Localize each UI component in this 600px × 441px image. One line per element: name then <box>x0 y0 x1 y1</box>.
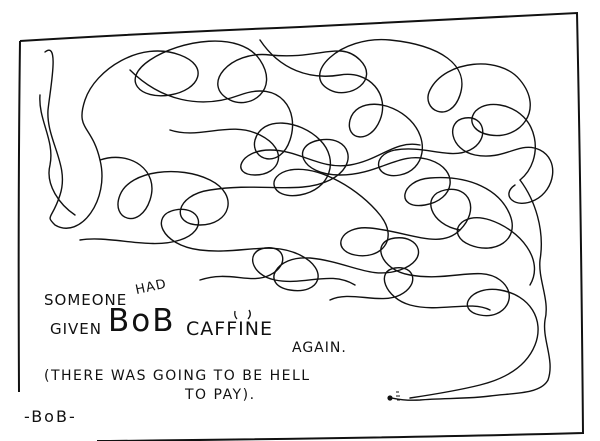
caption-line3: (THERE WAS GOING TO BE HELL <box>44 368 311 384</box>
caption-again: AGAIN. <box>292 340 347 356</box>
pen-dot <box>387 395 393 401</box>
panel-border <box>19 11 585 441</box>
signature: -BoB- <box>24 407 77 426</box>
caption-line4: TO PAY). <box>185 387 256 403</box>
scribble-tangle <box>39 38 554 401</box>
accent-marks-icon <box>234 309 251 320</box>
caption-name: BoB <box>108 303 176 339</box>
caption-caffine: CAFFINE <box>186 318 273 340</box>
pen-dot-marks <box>396 391 400 401</box>
caption-given: GIVEN <box>50 320 103 338</box>
panel-border-left <box>17 40 21 393</box>
caption-someone: SOMEONE <box>44 291 128 309</box>
